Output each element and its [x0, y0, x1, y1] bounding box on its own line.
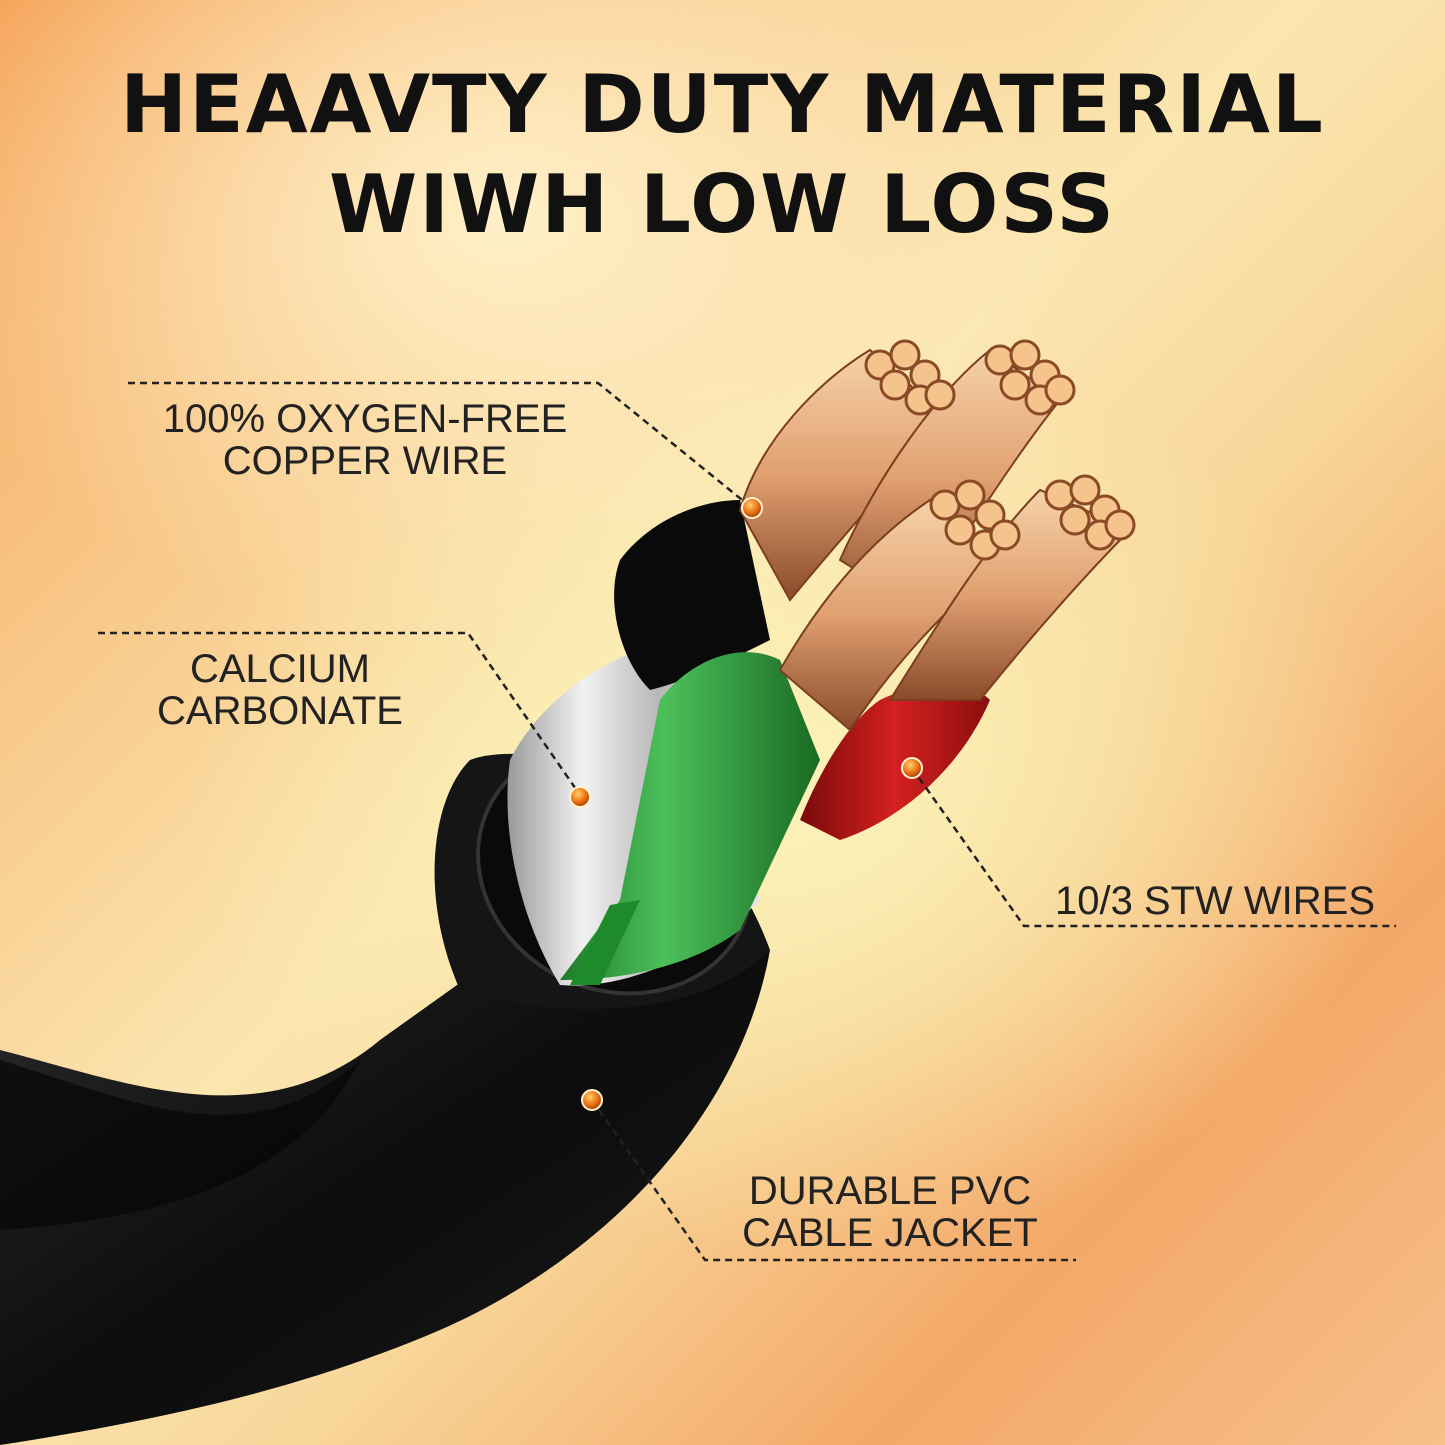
headline-line-2: WIWH LOW LOSS [328, 158, 1117, 251]
callout-copper-line-1: 100% OXYGEN-FREE [162, 397, 568, 441]
callout-copper: 100% OXYGEN-FREE COPPER WIRE [140, 398, 590, 482]
callout-stw-line-1: 10/3 STW WIRES [1054, 879, 1376, 923]
callout-calcium: CALCIUM CARBONATE [130, 648, 430, 732]
headline-line-1: HEAAVTY DUTY MATERIAL [120, 58, 1325, 151]
callout-jacket-line-2: CABLE JACKET [742, 1211, 1038, 1255]
callout-stw: 10/3 STW WIRES [1030, 880, 1400, 922]
callout-jacket-line-1: DURABLE PVC [748, 1169, 1032, 1213]
marker-dots [569, 497, 923, 1111]
callout-calcium-line-2: CARBONATE [157, 689, 403, 733]
callout-calcium-line-1: CALCIUM [189, 647, 371, 691]
callout-copper-line-2: COPPER WIRE [222, 439, 508, 483]
callout-jacket: DURABLE PVC CABLE JACKET [720, 1170, 1060, 1254]
headline: HEAAVTY DUTY MATERIAL WIWH LOW LOSS [0, 55, 1445, 255]
